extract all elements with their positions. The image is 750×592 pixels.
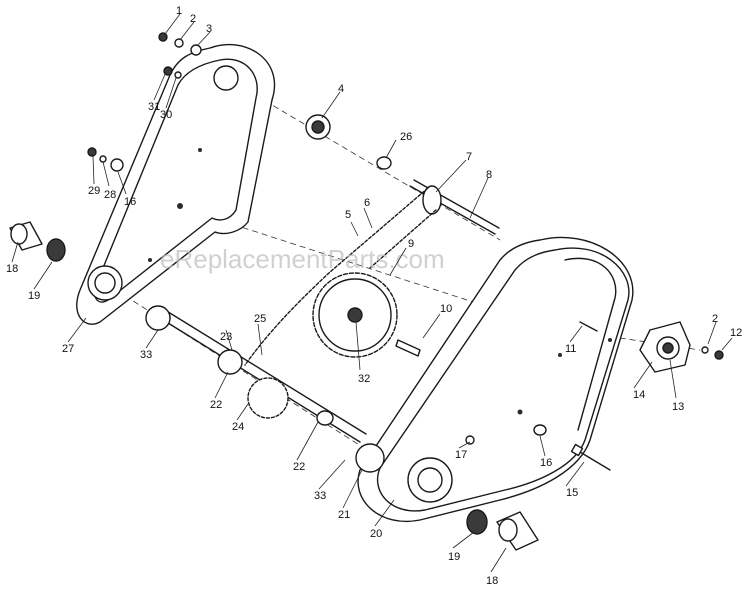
callout-number: 19	[28, 290, 40, 302]
callout-number: 9	[408, 238, 414, 250]
callout-number: 19	[448, 551, 460, 563]
callout-number: 7	[466, 151, 472, 163]
callout-number: 32	[358, 373, 370, 385]
lower-shaft-assembly	[149, 307, 367, 443]
callout-number: 22	[293, 461, 305, 473]
drive-chain	[244, 187, 437, 366]
callout-number: 16	[124, 196, 136, 208]
case-bolt	[579, 321, 598, 332]
callout-number: 8	[486, 169, 492, 181]
callout-leader-line	[355, 321, 361, 371]
right-chain-case	[355, 236, 634, 523]
callout-leader-line	[669, 359, 677, 399]
callout-number: 6	[364, 197, 370, 209]
callout-leader-line	[569, 325, 583, 343]
callout-number: 4	[338, 83, 344, 95]
callout-number: 10	[440, 303, 452, 315]
callout-number: 16	[540, 457, 552, 469]
callout-leader-line	[257, 323, 263, 356]
callout-leader-line	[721, 337, 733, 351]
callout-leader-line	[145, 329, 159, 349]
callout-leader-line	[296, 421, 319, 461]
callout-leader-line	[196, 31, 211, 47]
callout-number: 25	[254, 313, 266, 325]
callout-leader-line	[458, 441, 471, 449]
callout-number: 18	[6, 263, 18, 275]
callout-number: 33	[314, 490, 326, 502]
right-bushing-set	[466, 509, 539, 551]
callout-number: 23	[220, 331, 232, 343]
callout-number: 33	[140, 349, 152, 361]
spacer	[376, 156, 392, 170]
callout-leader-line	[33, 261, 53, 290]
callout-leader-line	[633, 361, 653, 389]
callout-leader-line	[117, 171, 127, 195]
callout-leader-line	[11, 241, 19, 263]
bolt	[570, 443, 611, 471]
left-chain-case	[76, 43, 276, 325]
callout-leader-line	[165, 77, 177, 109]
shaft-bushing	[145, 305, 171, 331]
callout-number: 13	[672, 401, 684, 413]
callout-leader-line	[342, 469, 363, 509]
callout-number: 2	[190, 13, 196, 25]
callout-leader-line	[225, 329, 233, 351]
watermark: eReplacementParts.com	[160, 244, 445, 274]
callout-number: 21	[338, 509, 350, 521]
callout-number: 2	[712, 313, 718, 325]
pin	[395, 339, 421, 357]
callout-number: 22	[210, 399, 222, 411]
upper-shaft-assembly	[409, 179, 500, 235]
callout-leader-line	[214, 371, 229, 399]
callout-leader-line	[452, 531, 475, 549]
callout-number: 12	[730, 327, 742, 339]
callout-number: 3	[206, 23, 212, 35]
callout-leader-line	[350, 221, 359, 237]
bearing	[305, 114, 331, 140]
callout-number: 11	[565, 343, 576, 355]
callout-number: 31	[148, 101, 160, 113]
callout-number: 1	[176, 5, 182, 17]
callout-number: 14	[633, 389, 645, 401]
callout-number: 15	[566, 487, 578, 499]
callout-leader-line	[236, 403, 249, 421]
callout-number: 17	[455, 449, 467, 461]
callout-leader-line	[321, 91, 341, 119]
callout-number: 24	[232, 421, 244, 433]
callout-number: 26	[400, 131, 412, 143]
callout-leader-line	[422, 313, 441, 339]
left-bushing-set	[9, 221, 66, 262]
flange-bearing	[639, 321, 691, 373]
callout-leader-line	[565, 461, 585, 487]
callout-number: 20	[370, 528, 382, 540]
callout-leader-line	[153, 71, 167, 101]
callout-leader-line	[374, 499, 395, 527]
callout-number: 28	[104, 189, 116, 201]
hardware	[87, 32, 724, 445]
callout-leader-line	[469, 177, 489, 219]
callout-leader-line	[707, 321, 717, 345]
callout-leader-line	[539, 435, 546, 457]
callout-leader-line	[164, 13, 181, 35]
callout-leader-line	[363, 207, 373, 229]
callout-leader-line	[490, 547, 507, 573]
callout-number: 27	[62, 343, 74, 355]
large-sprocket	[312, 272, 398, 358]
callout-leader-line	[92, 155, 95, 185]
callout-leader-line	[318, 459, 346, 490]
callout-number: 5	[345, 209, 351, 221]
callout-leader-line	[102, 161, 110, 187]
callout-number: 30	[160, 109, 172, 121]
callout-leader-line	[389, 247, 407, 276]
callout-leader-line	[385, 139, 397, 159]
callout-leader-line	[179, 21, 195, 41]
callout-number: 29	[88, 185, 100, 197]
callout-number: 18	[486, 575, 498, 587]
callout-leader-line	[435, 159, 467, 193]
callout-leader-line	[67, 317, 87, 343]
